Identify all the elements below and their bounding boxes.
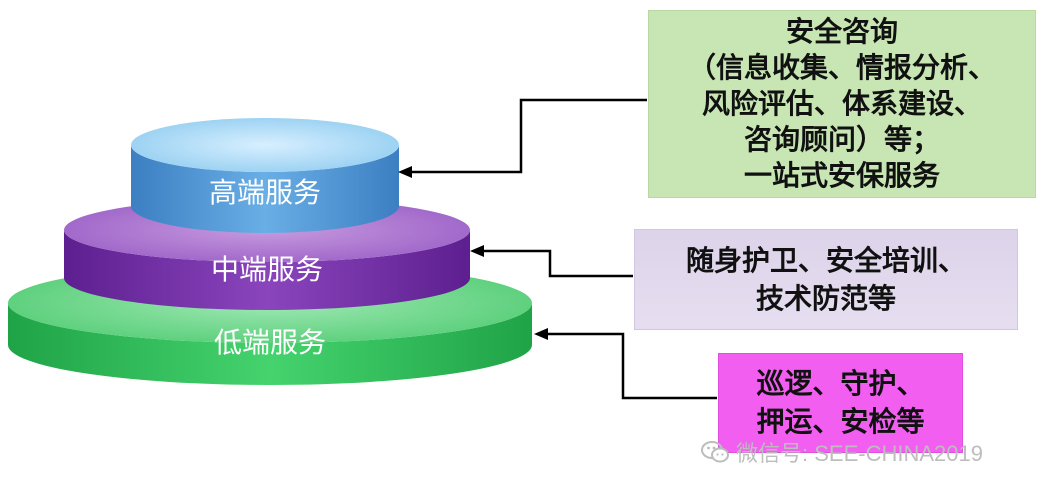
high-box-line: 咨询顾问）等； xyxy=(743,123,940,156)
high-service-description-box: 安全咨询 （信息收集、情报分析、 风险评估、体系建设、 咨询顾问）等； 一站式安… xyxy=(648,10,1036,198)
mid-box-line: 随身护卫、安全培训、 xyxy=(685,243,966,277)
tier-high xyxy=(131,118,399,233)
arrowhead-mid xyxy=(470,245,484,257)
tier-high-label: 高端服务 xyxy=(209,176,321,209)
arrow-high xyxy=(410,98,647,174)
high-box-line: 安全咨询 xyxy=(785,15,898,48)
watermark-text: 微信号: SEE-CHINA2019 xyxy=(736,441,983,466)
low-service-description-box: 巡逻、守护、 押运、安检等 xyxy=(718,353,963,453)
arrowheads xyxy=(398,166,548,340)
tier-low-label: 低端服务 xyxy=(214,326,326,359)
watermark: 微信号: SEE-CHINA2019 xyxy=(700,436,983,468)
high-box-line: 一站式安保服务 xyxy=(743,159,940,192)
high-box-line: 风险评估、体系建设、 xyxy=(701,87,982,120)
arrow-mid xyxy=(482,249,633,278)
wechat-icon xyxy=(701,441,729,463)
connectors xyxy=(410,98,717,400)
low-box-line: 巡逻、守护、 xyxy=(756,367,925,400)
arrowhead-low xyxy=(534,328,548,340)
arrow-low xyxy=(546,332,717,400)
high-box-line: （信息收集、情报分析、 xyxy=(687,51,996,84)
mid-service-description-box: 随身护卫、安全培训、 技术防范等 xyxy=(634,229,1018,330)
tier-mid-label: 中端服务 xyxy=(211,253,323,286)
arrowhead-high xyxy=(398,166,412,178)
low-box-line: 押运、安检等 xyxy=(756,405,925,438)
mid-box-line: 技术防范等 xyxy=(755,281,896,315)
